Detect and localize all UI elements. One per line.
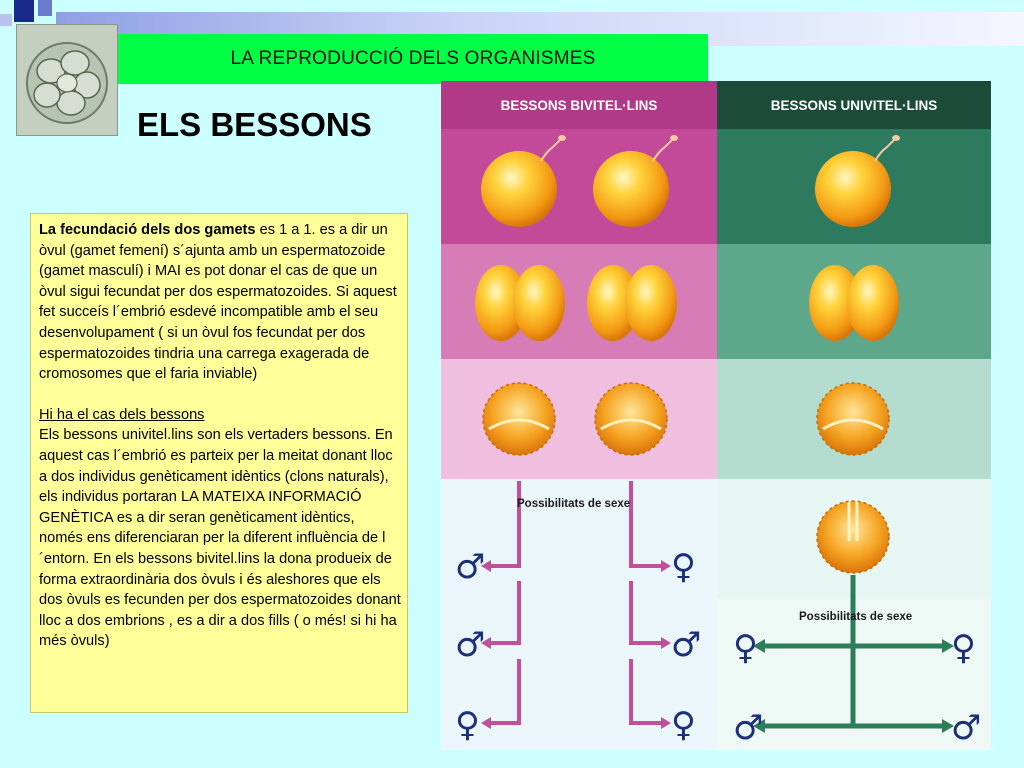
- two-cell-left-1: [475, 265, 565, 341]
- twins-diagram: ♂ ♀ ♂ ♂ ♀ ♀ ♀ ♀ ♂ ♂: [441, 129, 991, 750]
- column-header-bivitelline: BESSONS BIVITEL·LINS: [441, 81, 717, 129]
- male-icon: ♂: [733, 708, 763, 748]
- arrows-left: [489, 481, 663, 725]
- zygote-left-1: [481, 135, 566, 227]
- explanation-textbox: La fecundació dels dos gamets es 1 a 1. …: [30, 213, 408, 713]
- blastula-right: [816, 382, 890, 456]
- subheading: Hi ha el cas dels bessons: [39, 406, 205, 423]
- arrows-right: [761, 575, 946, 729]
- female-icon: ♀: [671, 705, 696, 745]
- row-blastula-left: [441, 359, 717, 479]
- embryo-cell-image: [16, 24, 118, 136]
- banner-title: LA REPRODUCCIÓ DELS ORGANISMES: [230, 48, 596, 69]
- row-sex-left: [441, 479, 717, 750]
- arrowheads-left: [481, 560, 671, 729]
- sex-label-right: Possibilitats de sexe: [799, 611, 913, 623]
- female-icon: ♀: [671, 547, 696, 587]
- intro-bold: La fecundació dels dos gamets: [39, 222, 256, 238]
- arrowheads-right: [753, 639, 954, 733]
- column-header-univitelline: BESSONS UNIVITEL·LINS: [717, 81, 991, 129]
- intro-paragraph: La fecundació dels dos gamets es 1 a 1. …: [39, 220, 401, 385]
- two-cell-left-2: [587, 265, 677, 341]
- female-icon: ♀: [455, 705, 480, 745]
- male-icon: ♂: [671, 625, 701, 665]
- zygote-left-2: [593, 135, 678, 227]
- blastula-left-1: [482, 382, 556, 456]
- twins-figure: BESSONS BIVITEL·LINS BESSONS UNIVITEL·LI…: [441, 81, 991, 750]
- sex-symbols: ♂ ♀ ♂ ♂ ♀ ♀ ♀ ♀ ♂ ♂: [455, 547, 981, 748]
- decor-square-pale: [0, 14, 12, 26]
- female-icon: ♀: [951, 628, 976, 668]
- page-title: ELS BESSONS: [137, 106, 372, 143]
- blastula-left-2: [594, 382, 668, 456]
- intro-rest: es 1 a 1. es a dir un òvul (gamet femení…: [39, 222, 397, 383]
- decor-square-light: [38, 0, 52, 16]
- body-paragraph: Els bessons univitel.lins son els vertad…: [39, 427, 401, 650]
- subheading-paragraph: Hi ha el cas dels bessons: [39, 405, 401, 426]
- zygote-right: [815, 135, 900, 227]
- male-icon: ♂: [455, 547, 485, 587]
- page-banner: LA REPRODUCCIÓ DELS ORGANISMES: [118, 34, 708, 84]
- female-icon: ♀: [733, 628, 758, 668]
- male-icon: ♂: [951, 708, 981, 748]
- two-cell-right: [809, 265, 899, 341]
- split-embryo-right: [816, 500, 890, 574]
- sex-label-left: Possibilitats de sexe: [517, 498, 631, 510]
- decor-square-dark: [14, 0, 34, 22]
- male-icon: ♂: [455, 625, 485, 665]
